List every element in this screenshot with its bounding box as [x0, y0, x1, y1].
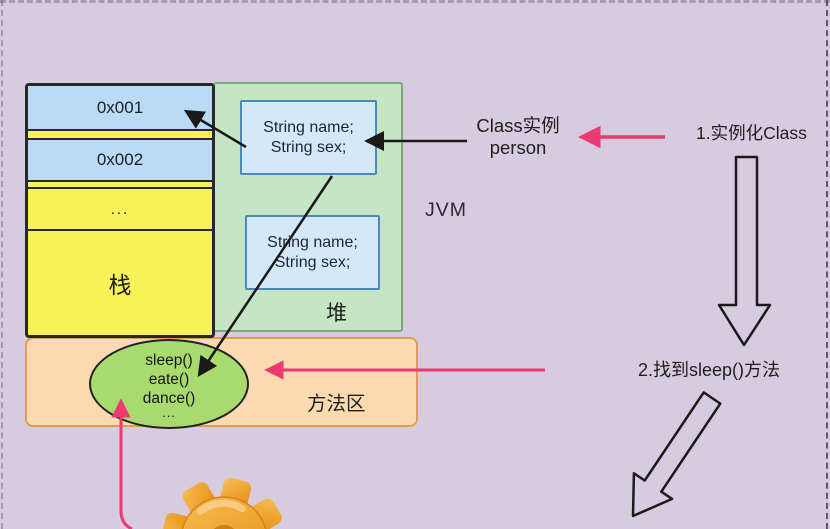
- method-name: eate(): [148, 370, 190, 388]
- method-name: dance(): [142, 389, 196, 407]
- gear-icon: [161, 477, 282, 529]
- object-field-line: String name;: [267, 233, 358, 251]
- heap-object-box-1: String name; String sex;: [240, 100, 377, 175]
- stack-region-label: 栈: [108, 272, 132, 298]
- heap-object-box-2: String name; String sex;: [245, 215, 380, 290]
- step1-label: 1.实例化Class: [696, 123, 807, 143]
- object-field-line: String sex;: [270, 138, 347, 156]
- stack-row-label: 0x002: [96, 150, 144, 169]
- method-name: sleep(): [145, 351, 193, 369]
- method-ellipsis: ...: [162, 404, 176, 420]
- hollow-arrow-step1-down: [717, 155, 772, 347]
- methods-ellipse: sleep() eate() dance() ...: [89, 339, 249, 429]
- heap-region-label: 堆: [326, 302, 347, 325]
- cropped-frame-top-edge: [0, 0, 830, 3]
- stack-row-ellipsis: ...: [28, 189, 212, 231]
- stack-row-separator: [28, 131, 212, 140]
- stack-row-pointer-2: 0x002: [28, 140, 212, 182]
- object-field-line: String sex;: [274, 253, 351, 271]
- dashed-frame-right-edge: [826, 0, 828, 529]
- stack-box: 0x001 0x002 ... 栈: [25, 83, 215, 338]
- stack-row-label: 0x001: [96, 97, 144, 117]
- stack-row-label: ...: [110, 200, 130, 218]
- cropped-frame-left-edge: [1, 0, 3, 529]
- jvm-label: JVM: [425, 199, 467, 221]
- stack-row-pointer-1: 0x001: [28, 86, 212, 131]
- hollow-arrow-step2-down: [631, 391, 722, 518]
- object-field-line: String name;: [263, 118, 354, 136]
- class-instance-label: Class实例 person: [476, 115, 560, 158]
- method-area-label: 方法区: [307, 393, 366, 415]
- stack-row-separator: [28, 182, 212, 189]
- step2-label: 2.找到sleep()方法: [638, 360, 781, 380]
